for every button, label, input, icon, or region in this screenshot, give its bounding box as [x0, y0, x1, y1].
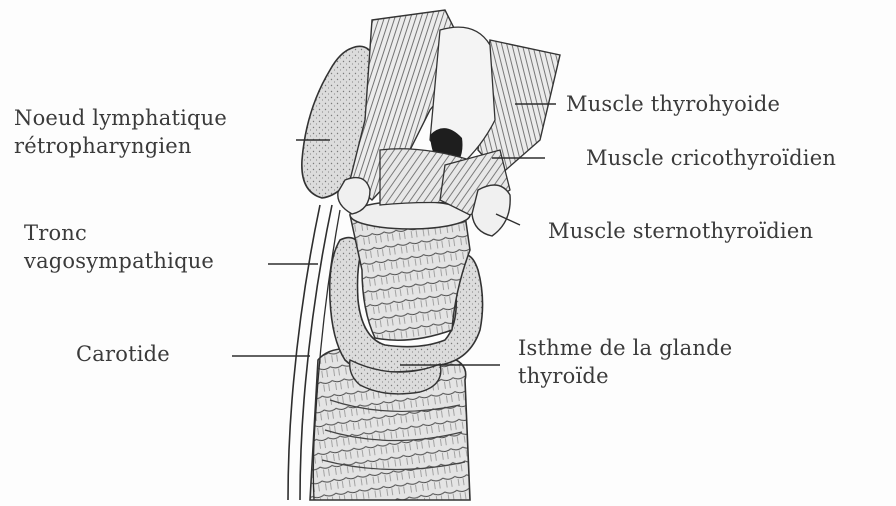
label-noeud-line2: rétropharyngien	[14, 132, 227, 160]
label-muscle-sternothyroidien: Muscle sternothyroïdien	[548, 217, 813, 245]
label-sternothyroidien-text: Muscle sternothyroïdien	[548, 217, 813, 245]
label-muscle-thyrohyoide: Muscle thyrohyoide	[566, 90, 780, 118]
label-isthme-line2: thyroïde	[518, 362, 732, 390]
larynx	[350, 201, 470, 340]
label-cricothyroidien-text: Muscle cricothyroïdien	[586, 144, 836, 172]
label-isthme-glande-thyroide: Isthme de la glande thyroïde	[518, 334, 732, 390]
label-muscle-cricothyroidien: Muscle cricothyroïdien	[586, 144, 836, 172]
label-tronc-line2: vagosympathique	[24, 247, 214, 275]
label-isthme-line1: Isthme de la glande	[518, 334, 732, 362]
label-thyrohyoide-text: Muscle thyrohyoide	[566, 90, 780, 118]
label-tronc-vagosympathique: Tronc vagosympathique	[24, 219, 214, 275]
label-noeud-lymphatique: Noeud lymphatique rétropharyngien	[14, 104, 227, 160]
label-tronc-line1: Tronc	[24, 219, 214, 247]
label-carotide: Carotide	[76, 340, 170, 368]
label-carotide-text: Carotide	[76, 340, 170, 368]
label-noeud-line1: Noeud lymphatique	[14, 104, 227, 132]
